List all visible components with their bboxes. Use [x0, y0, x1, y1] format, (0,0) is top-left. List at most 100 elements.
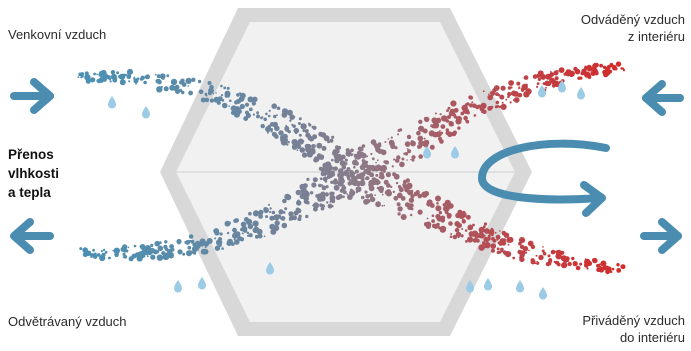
- air-particle: [297, 122, 301, 125]
- air-particle: [586, 267, 589, 270]
- air-particle: [439, 226, 446, 233]
- air-particle: [320, 184, 324, 187]
- air-particle: [143, 80, 147, 85]
- air-particle: [295, 189, 301, 196]
- air-particle: [525, 83, 528, 87]
- air-particle: [285, 124, 288, 127]
- water-drop-icon: [451, 146, 459, 159]
- air-particle: [495, 234, 501, 240]
- air-particle: [468, 231, 475, 237]
- air-particle: [164, 247, 169, 252]
- air-particle: [277, 214, 282, 219]
- air-particle: [469, 103, 474, 108]
- air-particle: [346, 174, 351, 179]
- air-particle: [426, 217, 429, 220]
- air-particle: [393, 195, 399, 201]
- air-particle: [204, 97, 210, 103]
- air-particle: [422, 128, 428, 134]
- air-particle: [308, 153, 312, 156]
- air-particle: [122, 244, 128, 250]
- air-particle: [361, 159, 366, 163]
- air-particle: [247, 234, 250, 237]
- air-particle: [164, 240, 168, 244]
- air-particle: [360, 152, 367, 159]
- air-particle: [318, 154, 325, 160]
- air-particle: [385, 172, 391, 178]
- air-particle: [199, 238, 206, 245]
- air-particle: [606, 65, 611, 70]
- air-particle: [270, 130, 273, 133]
- air-particle: [273, 114, 277, 119]
- air-particle: [354, 169, 359, 174]
- air-particle: [237, 236, 243, 241]
- air-particle: [150, 243, 154, 247]
- air-particle: [116, 71, 120, 75]
- air-particle: [391, 165, 394, 168]
- air-particle: [430, 124, 434, 128]
- air-particle: [377, 185, 385, 192]
- air-particle: [297, 217, 302, 222]
- air-particle: [288, 195, 291, 198]
- air-particle: [423, 139, 430, 146]
- air-particle: [436, 202, 439, 205]
- air-particle: [119, 73, 126, 80]
- air-particle: [337, 153, 342, 159]
- air-particle: [546, 81, 552, 87]
- air-particle: [313, 206, 318, 212]
- air-particle: [589, 66, 595, 71]
- air-particle: [226, 93, 231, 98]
- air-particle: [507, 95, 510, 98]
- air-particle: [188, 90, 194, 96]
- air-particle: [112, 249, 114, 252]
- air-particle: [92, 248, 95, 252]
- air-particle: [536, 261, 540, 265]
- air-particle: [327, 203, 333, 209]
- air-particle: [410, 158, 412, 161]
- air-particle: [286, 143, 289, 146]
- air-particle: [334, 148, 340, 154]
- air-particle: [592, 64, 595, 67]
- air-particle: [160, 73, 166, 79]
- air-particle: [519, 95, 522, 98]
- air-particle: [449, 235, 453, 239]
- air-particle: [352, 174, 354, 177]
- air-particle: [567, 261, 572, 267]
- outdoor-air-label: Venkovní vzduch: [8, 27, 107, 42]
- air-particle: [614, 67, 618, 71]
- air-particle: [418, 154, 424, 159]
- air-particle: [278, 209, 284, 215]
- air-particle: [483, 234, 486, 237]
- air-particle: [329, 198, 333, 201]
- air-particle: [110, 70, 116, 75]
- air-particle: [271, 131, 277, 137]
- air-particle: [384, 141, 387, 143]
- water-drop-icon: [108, 96, 116, 109]
- air-particle: [348, 178, 352, 182]
- air-particle: [214, 237, 217, 240]
- air-particle: [113, 247, 121, 254]
- air-particle: [447, 106, 451, 110]
- air-particle: [375, 173, 379, 177]
- air-particle: [127, 246, 130, 249]
- air-particle: [247, 225, 251, 228]
- air-particle: [378, 176, 381, 179]
- air-particle: [374, 194, 376, 197]
- air-particle: [80, 76, 83, 79]
- air-particle: [596, 263, 600, 268]
- air-particle: [401, 157, 405, 161]
- air-particle: [540, 74, 546, 80]
- air-particle: [528, 249, 530, 252]
- air-particle: [611, 267, 615, 271]
- water-drop-icon: [423, 146, 431, 159]
- air-particle: [316, 142, 323, 149]
- air-particle: [352, 159, 358, 166]
- air-particle: [215, 239, 223, 246]
- air-particle: [186, 250, 192, 257]
- air-particle: [90, 255, 93, 259]
- air-particle: [265, 126, 272, 133]
- air-particle: [122, 252, 126, 256]
- air-particle: [400, 214, 407, 220]
- air-particle: [308, 136, 315, 142]
- air-particle: [357, 172, 365, 180]
- air-particle: [274, 220, 280, 226]
